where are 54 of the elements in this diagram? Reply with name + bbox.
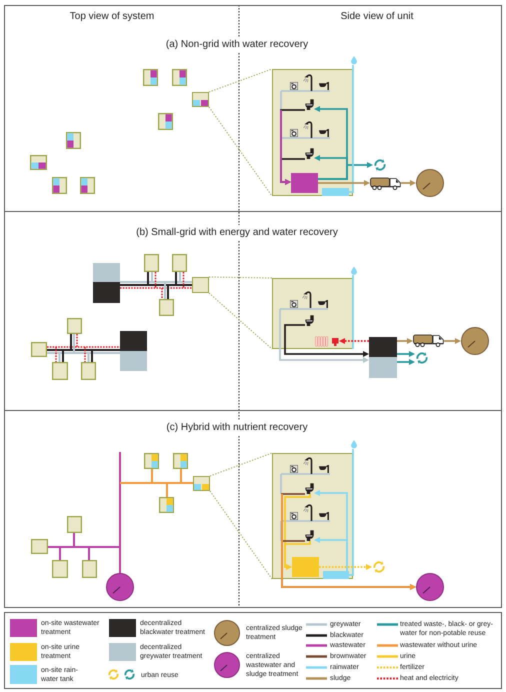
flow-arrow [284, 324, 369, 357]
flow-arrow [279, 349, 369, 363]
flow-arrow [397, 338, 413, 344]
recycle-arrows-icon [415, 351, 429, 365]
column-heading: Side view of unit [340, 11, 414, 23]
truck-icon [413, 333, 444, 347]
flow-arrow [401, 180, 416, 186]
water-tank [323, 571, 349, 579]
treatment-block [369, 357, 397, 378]
column-heading: Top view of system [70, 11, 154, 23]
downpipe-line [349, 449, 354, 576]
zoom-guide-line [208, 68, 272, 92]
flow-arrow [318, 162, 373, 180]
flow-arrow [444, 338, 461, 344]
treatment-plant-symbol [461, 327, 489, 355]
water-tank [322, 188, 349, 196]
toilet-icon [305, 315, 314, 326]
recycle-arrows-icon [373, 158, 387, 172]
flow-arrow [318, 180, 370, 186]
house-symbol [192, 277, 209, 293]
flow-arrow [319, 564, 372, 570]
building-section [272, 453, 353, 579]
toilet-icon [305, 483, 314, 494]
toilet-icon [305, 530, 314, 541]
flow-arrow [284, 541, 311, 570]
flow-arrow [280, 110, 291, 185]
house-symbol [193, 476, 210, 491]
downpipe-line [349, 65, 354, 193]
scenario-panel [4, 5, 502, 212]
zoom-guide-line [210, 452, 272, 476]
truck-icon [370, 176, 401, 191]
toilet-icon [305, 99, 314, 110]
flow-arrow [314, 537, 348, 571]
zoom-guide-line [210, 490, 272, 580]
house-symbol [192, 92, 209, 107]
radiator-socket-icon [315, 336, 339, 347]
treatment-block [292, 557, 319, 577]
zoom-guide-line [208, 276, 272, 278]
treatment-block [291, 173, 318, 193]
building-section [272, 69, 353, 196]
flow-arrow [339, 338, 369, 344]
scenario-panel [4, 410, 502, 608]
treatment-plant-symbol [416, 573, 444, 601]
zoom-guide-line [208, 106, 272, 196]
toilet-icon [305, 148, 314, 159]
flow-arrow [397, 359, 415, 365]
treatment-block [369, 337, 397, 357]
flow-arrow [397, 351, 415, 357]
water-drop-icon [351, 56, 357, 65]
treatment-plant-symbol [416, 169, 444, 197]
recycle-arrows-icon [372, 560, 386, 574]
zoom-guide-line [208, 292, 272, 350]
water-drop-icon [351, 440, 357, 449]
scenario-panel [4, 211, 502, 411]
